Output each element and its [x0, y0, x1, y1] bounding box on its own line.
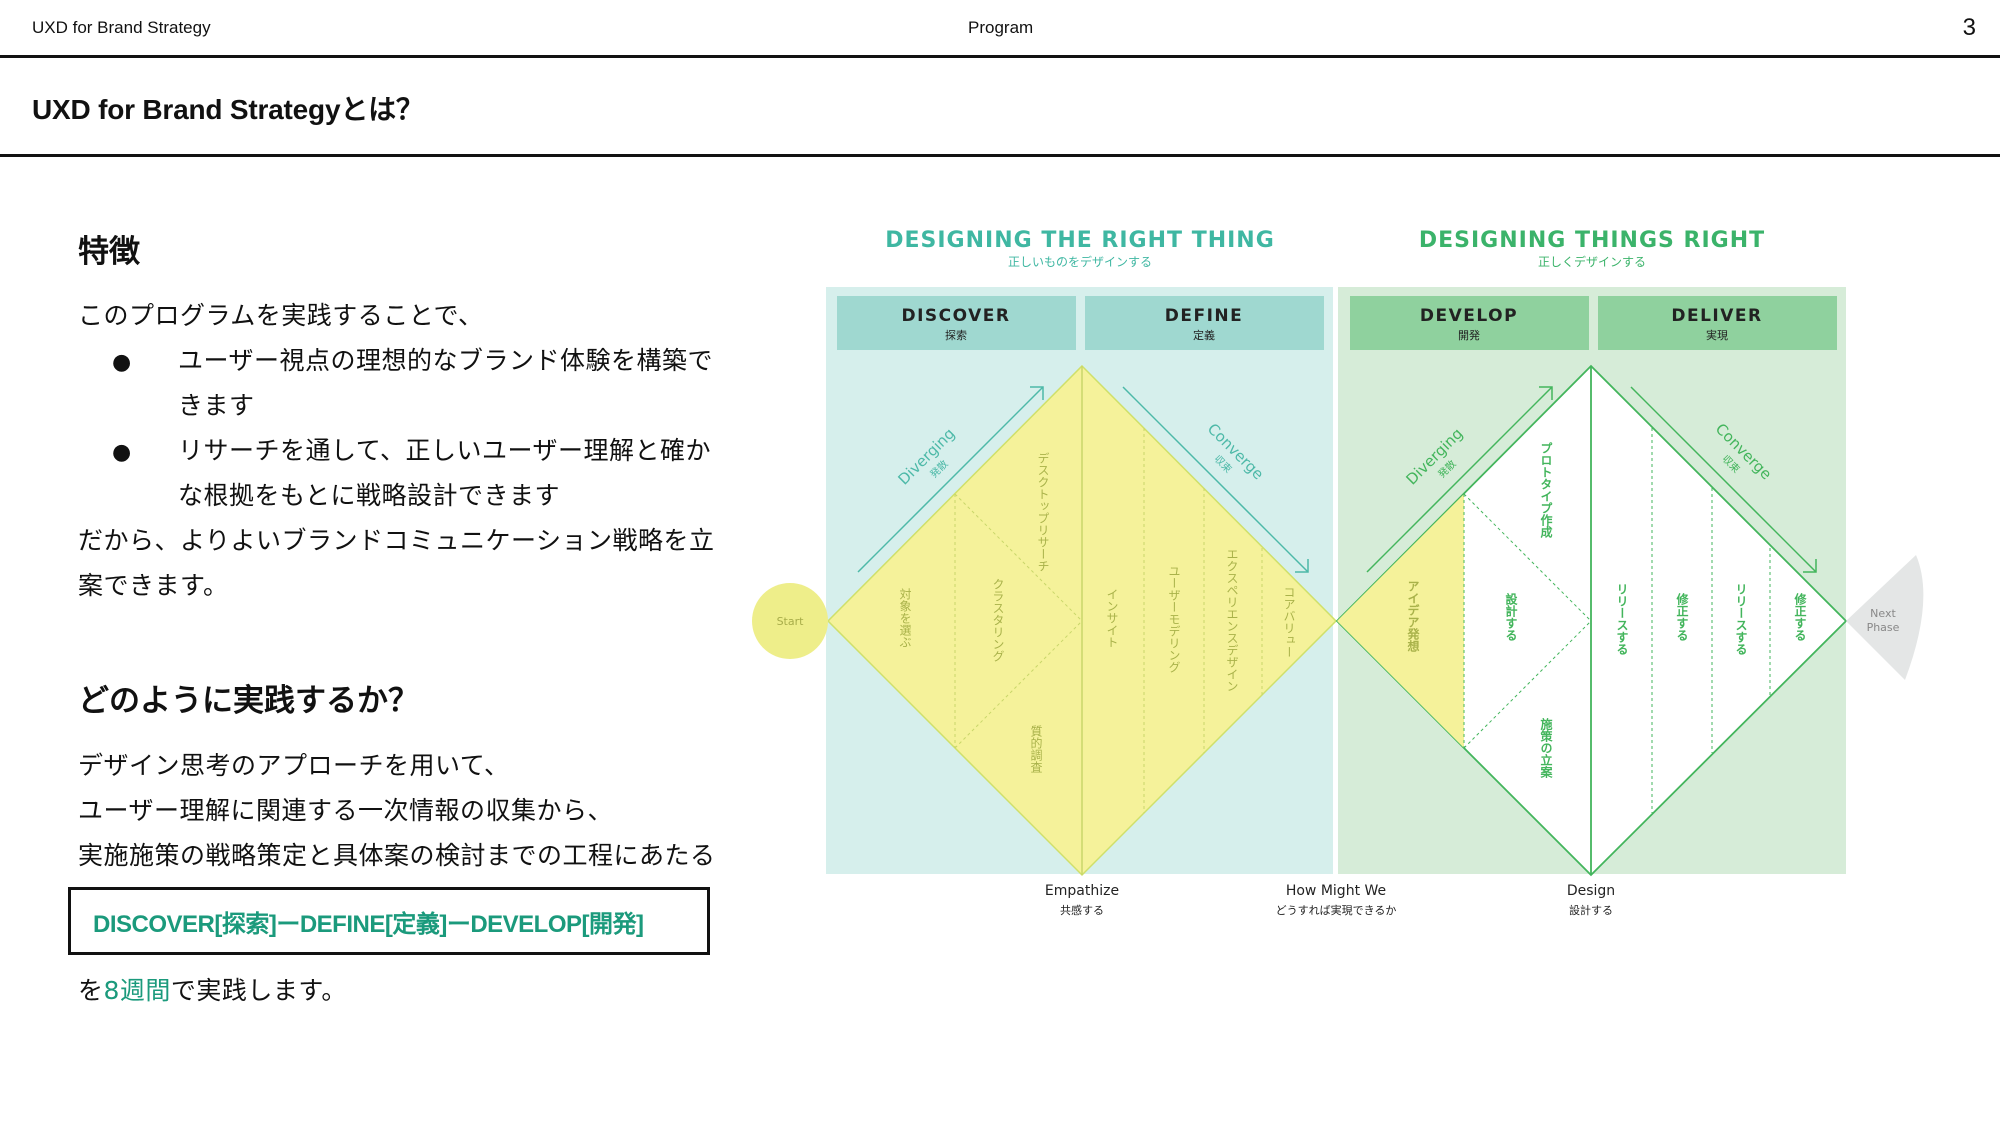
phase-box-define	[1085, 296, 1324, 350]
deliver-item-fix-1: 修正する	[1675, 592, 1689, 641]
left-title: DESIGNING THE RIGHT THING	[885, 228, 1275, 253]
duration-prefix: を	[78, 976, 104, 1005]
define-item-experience: エクスペリエンスデザイン	[1225, 548, 1239, 692]
phase-label-develop: DEVELOP	[1420, 306, 1518, 326]
left-subtitle: 正しいものをデザインする	[1008, 254, 1152, 269]
next-phase-shape	[1846, 555, 1924, 680]
develop-item-planning: 施策の立案	[1539, 717, 1553, 779]
right-converge-arrow	[1630, 386, 1817, 573]
bullet-1-line-2: きます	[178, 391, 255, 420]
bullet-2-line-2: な根拠をもとに戦略設計できます	[178, 481, 561, 510]
discover-item-target: 対象を選ぶ	[898, 588, 912, 648]
phase-ja-deliver: 実現	[1706, 328, 1728, 342]
duration-weeks: 8週間	[103, 976, 171, 1005]
left-diverging-arrow	[857, 386, 1044, 573]
practice-line-1: デザイン思考のアプローチを用いて、	[78, 751, 510, 780]
next-phase-label-1: Next	[1870, 607, 1896, 620]
phase-box-develop	[1350, 296, 1589, 350]
header-rule	[0, 55, 2000, 58]
start-circle	[752, 583, 828, 659]
left-converge-arrow	[1122, 386, 1309, 573]
double-diamond-diagram: DESIGNING THE RIGHT THING 正しいものをデザインする D…	[752, 228, 1924, 917]
discover-item-qualitative: 質的調査	[1029, 724, 1043, 773]
page-number: 3	[1962, 14, 1976, 41]
phase-ja-discover: 探索	[945, 328, 967, 342]
bottom-label-design: Design	[1567, 883, 1615, 899]
discover-item-desk-research: デスクトップリサーチ	[1036, 452, 1050, 572]
develop-yellow-area	[1337, 494, 1464, 748]
define-item-user-modeling: ユーザーモデリング	[1167, 565, 1181, 673]
phase-flow-text: DISCOVER[探索]ーDEFINE[定義]ーDEVELOP[開発]	[93, 910, 644, 938]
discover-item-clustering: クラスタリング	[991, 578, 1005, 662]
phase-box-deliver	[1598, 296, 1837, 350]
header-program-name: UXD for Brand Strategy	[32, 18, 211, 37]
develop-item-idea: アイデア発想	[1406, 580, 1420, 653]
next-phase-label-2: Phase	[1867, 621, 1900, 634]
develop-item-prototype: プロトタイプ作成	[1539, 442, 1553, 539]
header-section: Program	[968, 18, 1034, 37]
phase-flow-box: DISCOVER[探索]ーDEFINE[定義]ーDEVELOP[開発]	[68, 887, 710, 955]
phase-label-deliver: DELIVER	[1671, 306, 1762, 326]
conclusion-line-2: 案できます。	[78, 571, 229, 600]
phase-ja-develop: 開発	[1458, 328, 1480, 342]
phase-ja-define: 定義	[1193, 328, 1215, 342]
start-label: Start	[777, 615, 805, 628]
bullet-marker: ●	[112, 440, 132, 465]
bullet-1-line-1: ユーザー視点の理想的なブランド体験を構築で	[178, 346, 714, 375]
deliver-item-release-2: リリースする	[1734, 583, 1748, 655]
practice-line-3: 実施施策の戦略策定と具体案の検討までの工程にあたる	[78, 841, 716, 870]
deliver-item-release-1: リリースする	[1615, 583, 1629, 655]
bottom-label-hmw-ja: どうすれば実現できるか	[1276, 903, 1397, 917]
right-title: DESIGNING THINGS RIGHT	[1419, 228, 1765, 253]
bullet-2-line-1: リサーチを通して、正しいユーザー理解と確か	[178, 436, 712, 465]
phase-box-discover	[837, 296, 1076, 350]
practice-heading: どのように実践するか？	[78, 683, 419, 719]
features-heading: 特徴	[78, 234, 140, 270]
define-item-insight: インサイト	[1105, 588, 1119, 648]
define-item-core-value: コアバリュー	[1282, 586, 1296, 658]
develop-item-design: 設計する	[1504, 592, 1518, 641]
bottom-label-empathize-ja: 共感する	[1060, 904, 1104, 917]
deliver-item-fix-2: 修正する	[1793, 592, 1807, 641]
right-diverging-arrow	[1366, 386, 1553, 573]
title-rule	[0, 154, 2000, 157]
practice-line-2: ユーザー理解に関連する一次情報の収集から、	[78, 796, 614, 825]
phase-label-discover: DISCOVER	[901, 306, 1010, 326]
features-intro: このプログラムを実践することで、	[78, 301, 484, 330]
phase-label-define: DEFINE	[1165, 306, 1244, 326]
bottom-label-empathize: Empathize	[1045, 883, 1119, 899]
duration-line: を8週間で実践します。	[78, 968, 347, 1013]
bullet-marker: ●	[112, 350, 132, 375]
bottom-label-hmw: How Might We	[1286, 883, 1386, 899]
right-subtitle: 正しくデザインする	[1538, 254, 1646, 269]
bottom-label-design-ja: 設計する	[1569, 903, 1613, 917]
duration-suffix: で実践します。	[170, 976, 347, 1005]
slide-title: UXD for Brand Strategyとは？	[32, 94, 424, 125]
conclusion-line-1: だから、よりよいブランドコミュニケーション戦略を立	[78, 526, 715, 555]
